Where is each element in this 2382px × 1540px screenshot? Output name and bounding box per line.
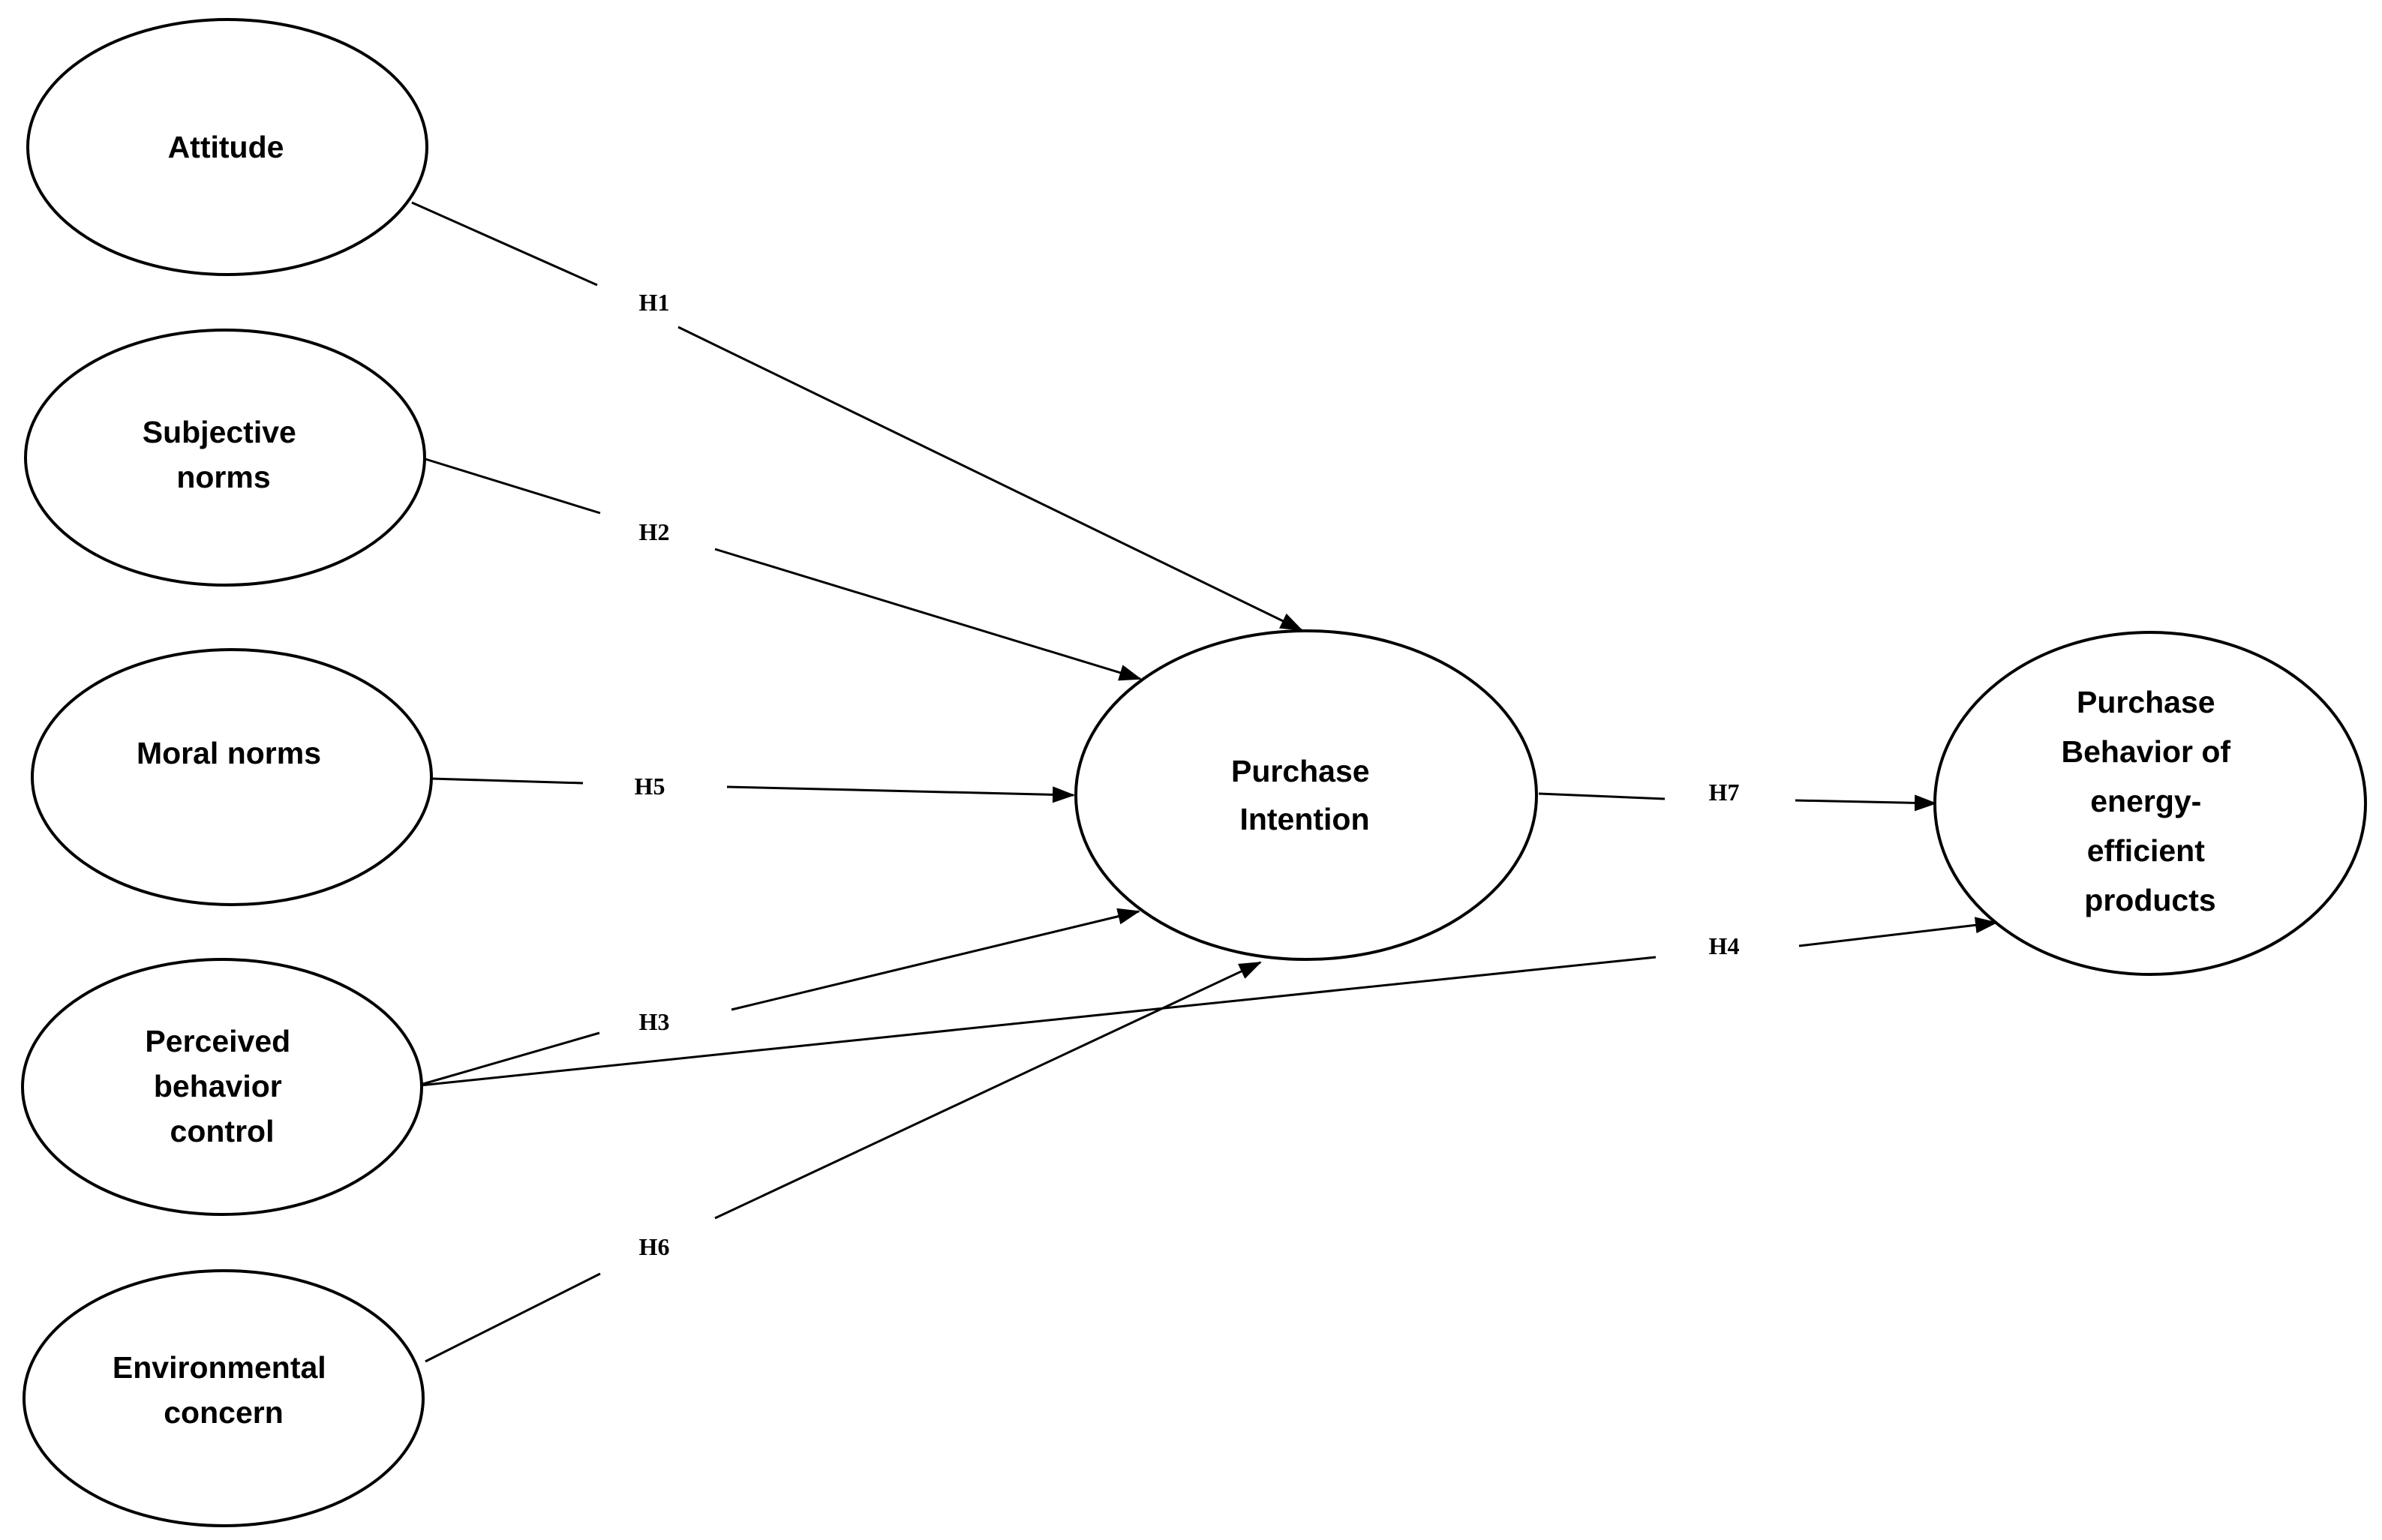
node-perceived-behavior-control-line-2: behavior (154, 1069, 282, 1103)
edge-h7: H7 (1538, 779, 1937, 812)
node-purchase-behavior-line-3: energy- (2090, 784, 2201, 818)
edge-h5-segment-out (726, 785, 1075, 803)
edge-h1: H1 (411, 201, 1303, 632)
edge-h1-segment-in (411, 201, 598, 287)
node-purchase-intention: Purchase Intention (1074, 629, 1538, 961)
edge-h3: H3 (417, 908, 1140, 1087)
edge-h6-segment-out (714, 961, 1262, 1220)
edge-h5-label: H5 (635, 773, 665, 800)
edge-h7-label: H7 (1709, 779, 1740, 806)
node-purchase-behavior-label: Purchase Behavior of energy- efficient p… (2062, 685, 2239, 917)
edge-h4-segment-in (419, 956, 1657, 1087)
node-attitude-line-1: Attitude (168, 130, 284, 164)
edge-h4-segment-out (1798, 917, 1998, 947)
node-purchase-intention-ellipse (1074, 629, 1538, 961)
node-moral-norms-ellipse (31, 648, 433, 906)
node-subjective-norms: Subjective norms (24, 329, 426, 587)
edge-h2-segment-in (425, 458, 601, 515)
node-environmental-concern: Environmental concern (23, 1269, 425, 1527)
node-subjective-norms-line-1: Subjective (143, 415, 296, 449)
nodes-layer: Attitude Subjective norms Moral norms Pe… (21, 18, 2367, 1527)
edge-h1-label: H1 (639, 289, 670, 316)
node-environmental-concern-label: Environmental concern (113, 1350, 335, 1430)
edge-h3-segment-out (731, 908, 1140, 1011)
node-purchase-behavior-line-1: Purchase (2077, 685, 2215, 719)
node-moral-norms: Moral norms (31, 648, 433, 906)
node-environmental-concern-line-2: concern (164, 1395, 284, 1430)
node-purchase-intention-label: Purchase Intention (1231, 754, 1378, 836)
edge-h6: H6 (425, 961, 1262, 1363)
edge-h2: H2 (425, 458, 1142, 681)
node-purchase-behavior-line-5: products (2084, 883, 2215, 917)
node-environmental-concern-ellipse (23, 1269, 425, 1527)
edge-h7-segment-out (1795, 794, 1937, 812)
edge-h6-segment-in (425, 1272, 601, 1363)
edge-h2-segment-out (714, 548, 1142, 681)
edge-h4-label: H4 (1709, 932, 1740, 959)
node-attitude: Attitude (26, 18, 428, 276)
node-subjective-norms-ellipse (24, 329, 426, 587)
node-attitude-label: Attitude (168, 130, 284, 164)
node-purchase-behavior-line-2: Behavior of (2062, 734, 2231, 769)
node-perceived-behavior-control-ellipse (21, 958, 423, 1216)
edge-h1-segment-out (677, 326, 1303, 632)
edge-h4: H4 (419, 917, 1998, 1087)
node-purchase-behavior-ellipse (1933, 631, 2367, 976)
edge-h3-segment-in (417, 1031, 600, 1087)
node-subjective-norms-label: Subjective norms (143, 415, 305, 494)
edges-layer: H1 H2 H5 H3 H6 H7 H4 (411, 201, 1998, 1363)
node-purchase-intention-line-1: Purchase (1231, 754, 1370, 788)
node-perceived-behavior-control-line-1: Perceived (145, 1024, 290, 1058)
node-attitude-ellipse (26, 18, 428, 276)
edge-h6-label: H6 (639, 1233, 670, 1260)
edge-h5: H5 (431, 773, 1075, 803)
node-perceived-behavior-control: Perceived behavior control (21, 958, 423, 1216)
edge-h2-label: H2 (639, 518, 670, 545)
edge-h3-label: H3 (639, 1008, 670, 1035)
node-purchase-behavior-line-4: efficient (2087, 833, 2206, 868)
node-moral-norms-line-1: Moral norms (137, 736, 321, 770)
node-purchase-intention-line-2: Intention (1239, 802, 1369, 836)
node-purchase-behavior: Purchase Behavior of energy- efficient p… (1933, 631, 2367, 976)
node-environmental-concern-line-1: Environmental (113, 1350, 326, 1385)
node-subjective-norms-line-2: norms (176, 460, 270, 494)
edge-h5-segment-in (431, 777, 584, 785)
node-perceived-behavior-control-line-3: control (170, 1114, 275, 1148)
edge-h7-segment-in (1538, 792, 1666, 800)
node-moral-norms-label: Moral norms (137, 736, 321, 770)
node-perceived-behavior-control-label: Perceived behavior control (145, 1024, 299, 1148)
